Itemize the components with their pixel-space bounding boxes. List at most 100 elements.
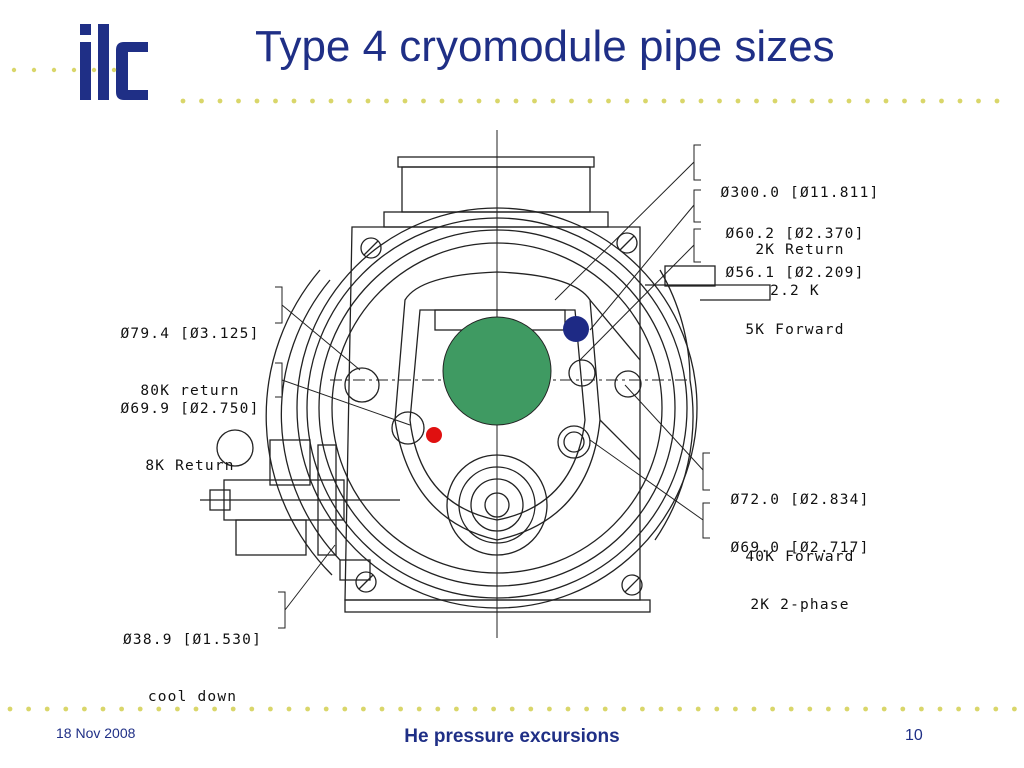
decor-dot (509, 706, 515, 712)
callout-size: Ø72.0 [Ø2.834] (730, 492, 870, 508)
decor-dot (528, 706, 534, 712)
decor-dot (550, 98, 556, 104)
callout-size: Ø69.9 [Ø2.750] (120, 401, 260, 417)
callout-label: 2K Return (755, 242, 845, 258)
decor-dot (547, 706, 552, 712)
decor-dot (754, 98, 759, 104)
decor-dot (602, 706, 608, 712)
callout-label: 80K return (140, 383, 240, 399)
decor-dot (100, 706, 106, 712)
decor-dot (199, 98, 204, 104)
decor-dot (7, 706, 13, 712)
decor-dot (695, 706, 701, 712)
header-dotted-line (11, 67, 1000, 104)
decor-dot (809, 98, 815, 104)
decor-dot (476, 98, 482, 104)
callout-size: Ø69.0 [Ø2.717] (730, 540, 870, 556)
decor-dot (291, 98, 297, 104)
decor-dot (863, 706, 868, 712)
decor-dot (976, 98, 981, 104)
callout-label: 2K 2-phase (750, 597, 850, 613)
callout-40k-forward: Ø72.0 [Ø2.834] 40K Forward (710, 453, 890, 586)
decor-dot (180, 98, 186, 104)
decor-dot (384, 98, 389, 104)
decor-dot (175, 706, 180, 712)
decor-dot (365, 98, 371, 104)
decor-dot (236, 98, 241, 104)
decor-dot (772, 98, 778, 104)
decor-dot (881, 706, 887, 712)
decor-dot (828, 98, 833, 104)
decor-dot (119, 706, 124, 712)
decor-dot (677, 706, 682, 712)
callout-label: 40K Forward (745, 549, 855, 565)
decor-dot (939, 98, 944, 104)
decor-dot (844, 706, 850, 712)
decor-dot (937, 706, 943, 712)
decor-dot (310, 98, 315, 104)
footer-title: He pressure excursions (404, 726, 620, 747)
decor-dot (1012, 706, 1017, 712)
decor-dot (993, 706, 999, 712)
decor-dot (416, 706, 422, 712)
decor-dot (249, 706, 255, 712)
callout-2k-return: Ø300.0 [Ø11.811] 2K Return (705, 146, 895, 279)
decor-dot (379, 706, 385, 712)
decor-dot (956, 706, 961, 712)
decor-dot (273, 98, 278, 104)
callout-label: 8K Return (145, 458, 235, 474)
decor-dot (472, 706, 478, 712)
decor-dot (398, 706, 403, 712)
decor-dot (342, 706, 348, 712)
decor-dot (217, 98, 223, 104)
decor-dot (254, 98, 260, 104)
callout-label: cool down (147, 689, 238, 705)
decor-dot (458, 98, 463, 104)
decor-dot (286, 706, 292, 712)
decor-dot (735, 98, 741, 104)
decor-dot (900, 706, 906, 712)
decor-dot (714, 706, 720, 712)
decor-dot (994, 98, 1000, 104)
decor-dot (435, 706, 441, 712)
callout-8k-return: Ø69.9 [Ø2.750] 8K Return (100, 362, 280, 495)
decor-dot (974, 706, 980, 712)
decor-dot (137, 706, 143, 712)
decor-dot (733, 706, 738, 712)
decor-dot (643, 98, 648, 104)
decor-dot (26, 706, 31, 712)
ilc-logo: ilc (80, 24, 148, 100)
decor-dot (919, 706, 924, 712)
decor-dot (587, 98, 593, 104)
callout-cool-down: Ø38.9 [Ø1.530] cool down (100, 593, 285, 726)
decor-dot (865, 98, 870, 104)
decor-dot (230, 706, 236, 712)
decor-dot (193, 706, 199, 712)
callout-size: Ø79.4 [Ø3.125] (120, 326, 260, 342)
decor-dot (532, 98, 537, 104)
page-number: 10 (905, 727, 923, 744)
decor-dot (454, 706, 459, 712)
decor-dot (491, 706, 496, 712)
decor-dot (584, 706, 589, 712)
decor-dot (957, 98, 963, 104)
decor-dot (883, 98, 889, 104)
decor-dot (328, 98, 334, 104)
decor-dot (698, 98, 704, 104)
decor-dot (680, 98, 685, 104)
decor-dot (624, 98, 630, 104)
footer-dotted-line (7, 706, 1017, 712)
decor-dot (305, 706, 310, 712)
decor-dot (902, 98, 907, 104)
decor-dot (323, 706, 329, 712)
blue-marker (563, 316, 589, 342)
callout-2k-2-phase: Ø69.0 [Ø2.717] 2K 2-phase (710, 501, 890, 634)
callout-size: Ø38.9 [Ø1.530] (122, 632, 263, 648)
decor-dot (82, 706, 87, 712)
2k-return-pipe (442, 316, 552, 426)
callout-size: Ø56.1 [Ø2.209] (725, 265, 865, 281)
decor-dot (788, 706, 794, 712)
callout-80k-return: Ø79.4 [Ø3.125] 80K return (100, 287, 280, 420)
decor-dot (569, 98, 574, 104)
